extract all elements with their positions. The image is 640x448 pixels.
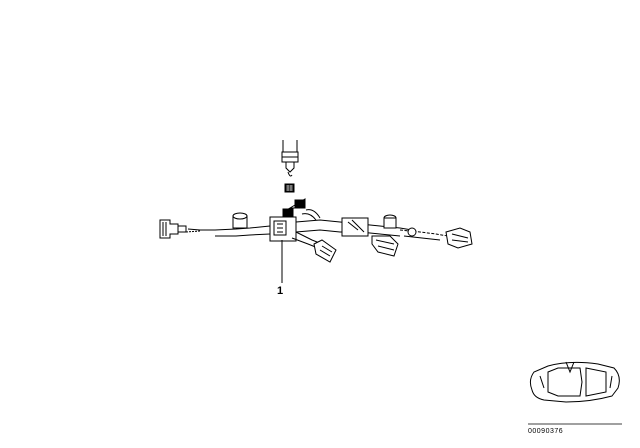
wedge-icon (288, 198, 306, 209)
harness-splice-connector (269, 208, 297, 242)
connector-pin-icon (284, 183, 295, 193)
left-branch (185, 212, 271, 237)
right-end-connector (445, 227, 473, 249)
callout-number-1: 1 (277, 285, 284, 297)
left-end-connector (159, 219, 187, 239)
lower-left-connector (291, 231, 337, 263)
right-branch (295, 209, 413, 237)
car-thumbnail-icon (529, 361, 620, 403)
top-connector (281, 140, 299, 177)
diagram-id-label: 00090376 (528, 428, 564, 435)
middle-right-connector (371, 235, 399, 257)
far-right-branch (399, 227, 449, 241)
